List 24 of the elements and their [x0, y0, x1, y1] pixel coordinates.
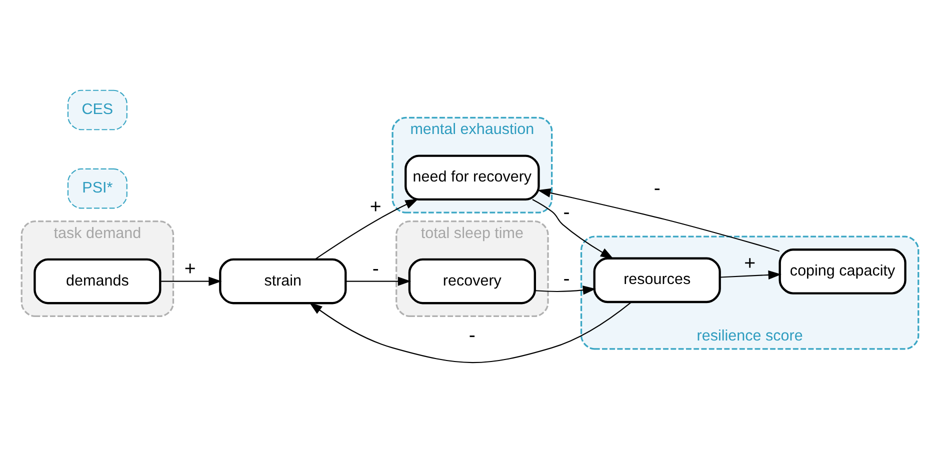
node-box: coping capacity	[778, 248, 906, 294]
edge-label: +	[744, 252, 756, 274]
arrow	[314, 198, 418, 260]
edge-label: +	[184, 258, 196, 280]
arrow	[160, 276, 222, 286]
arrow	[532, 198, 614, 258]
arrow	[538, 188, 780, 252]
node-box: PSI*	[67, 168, 128, 208]
edge-label: -	[372, 258, 379, 280]
arrow	[346, 276, 412, 286]
node-box: resources	[593, 256, 721, 303]
arrow	[309, 301, 632, 363]
node-box: need for recovery	[404, 154, 540, 200]
edge-label: -	[563, 267, 570, 290]
edge-label: +	[370, 195, 382, 218]
arrow	[720, 270, 782, 280]
node-box: strain	[219, 258, 347, 304]
node-box: recovery	[408, 258, 536, 304]
edge-label: -	[563, 200, 570, 223]
node-box: CES	[67, 89, 128, 130]
arrow	[535, 285, 596, 294]
edge-label: -	[468, 324, 476, 346]
node-box: demands	[34, 258, 162, 304]
edge-label: -	[654, 176, 660, 199]
